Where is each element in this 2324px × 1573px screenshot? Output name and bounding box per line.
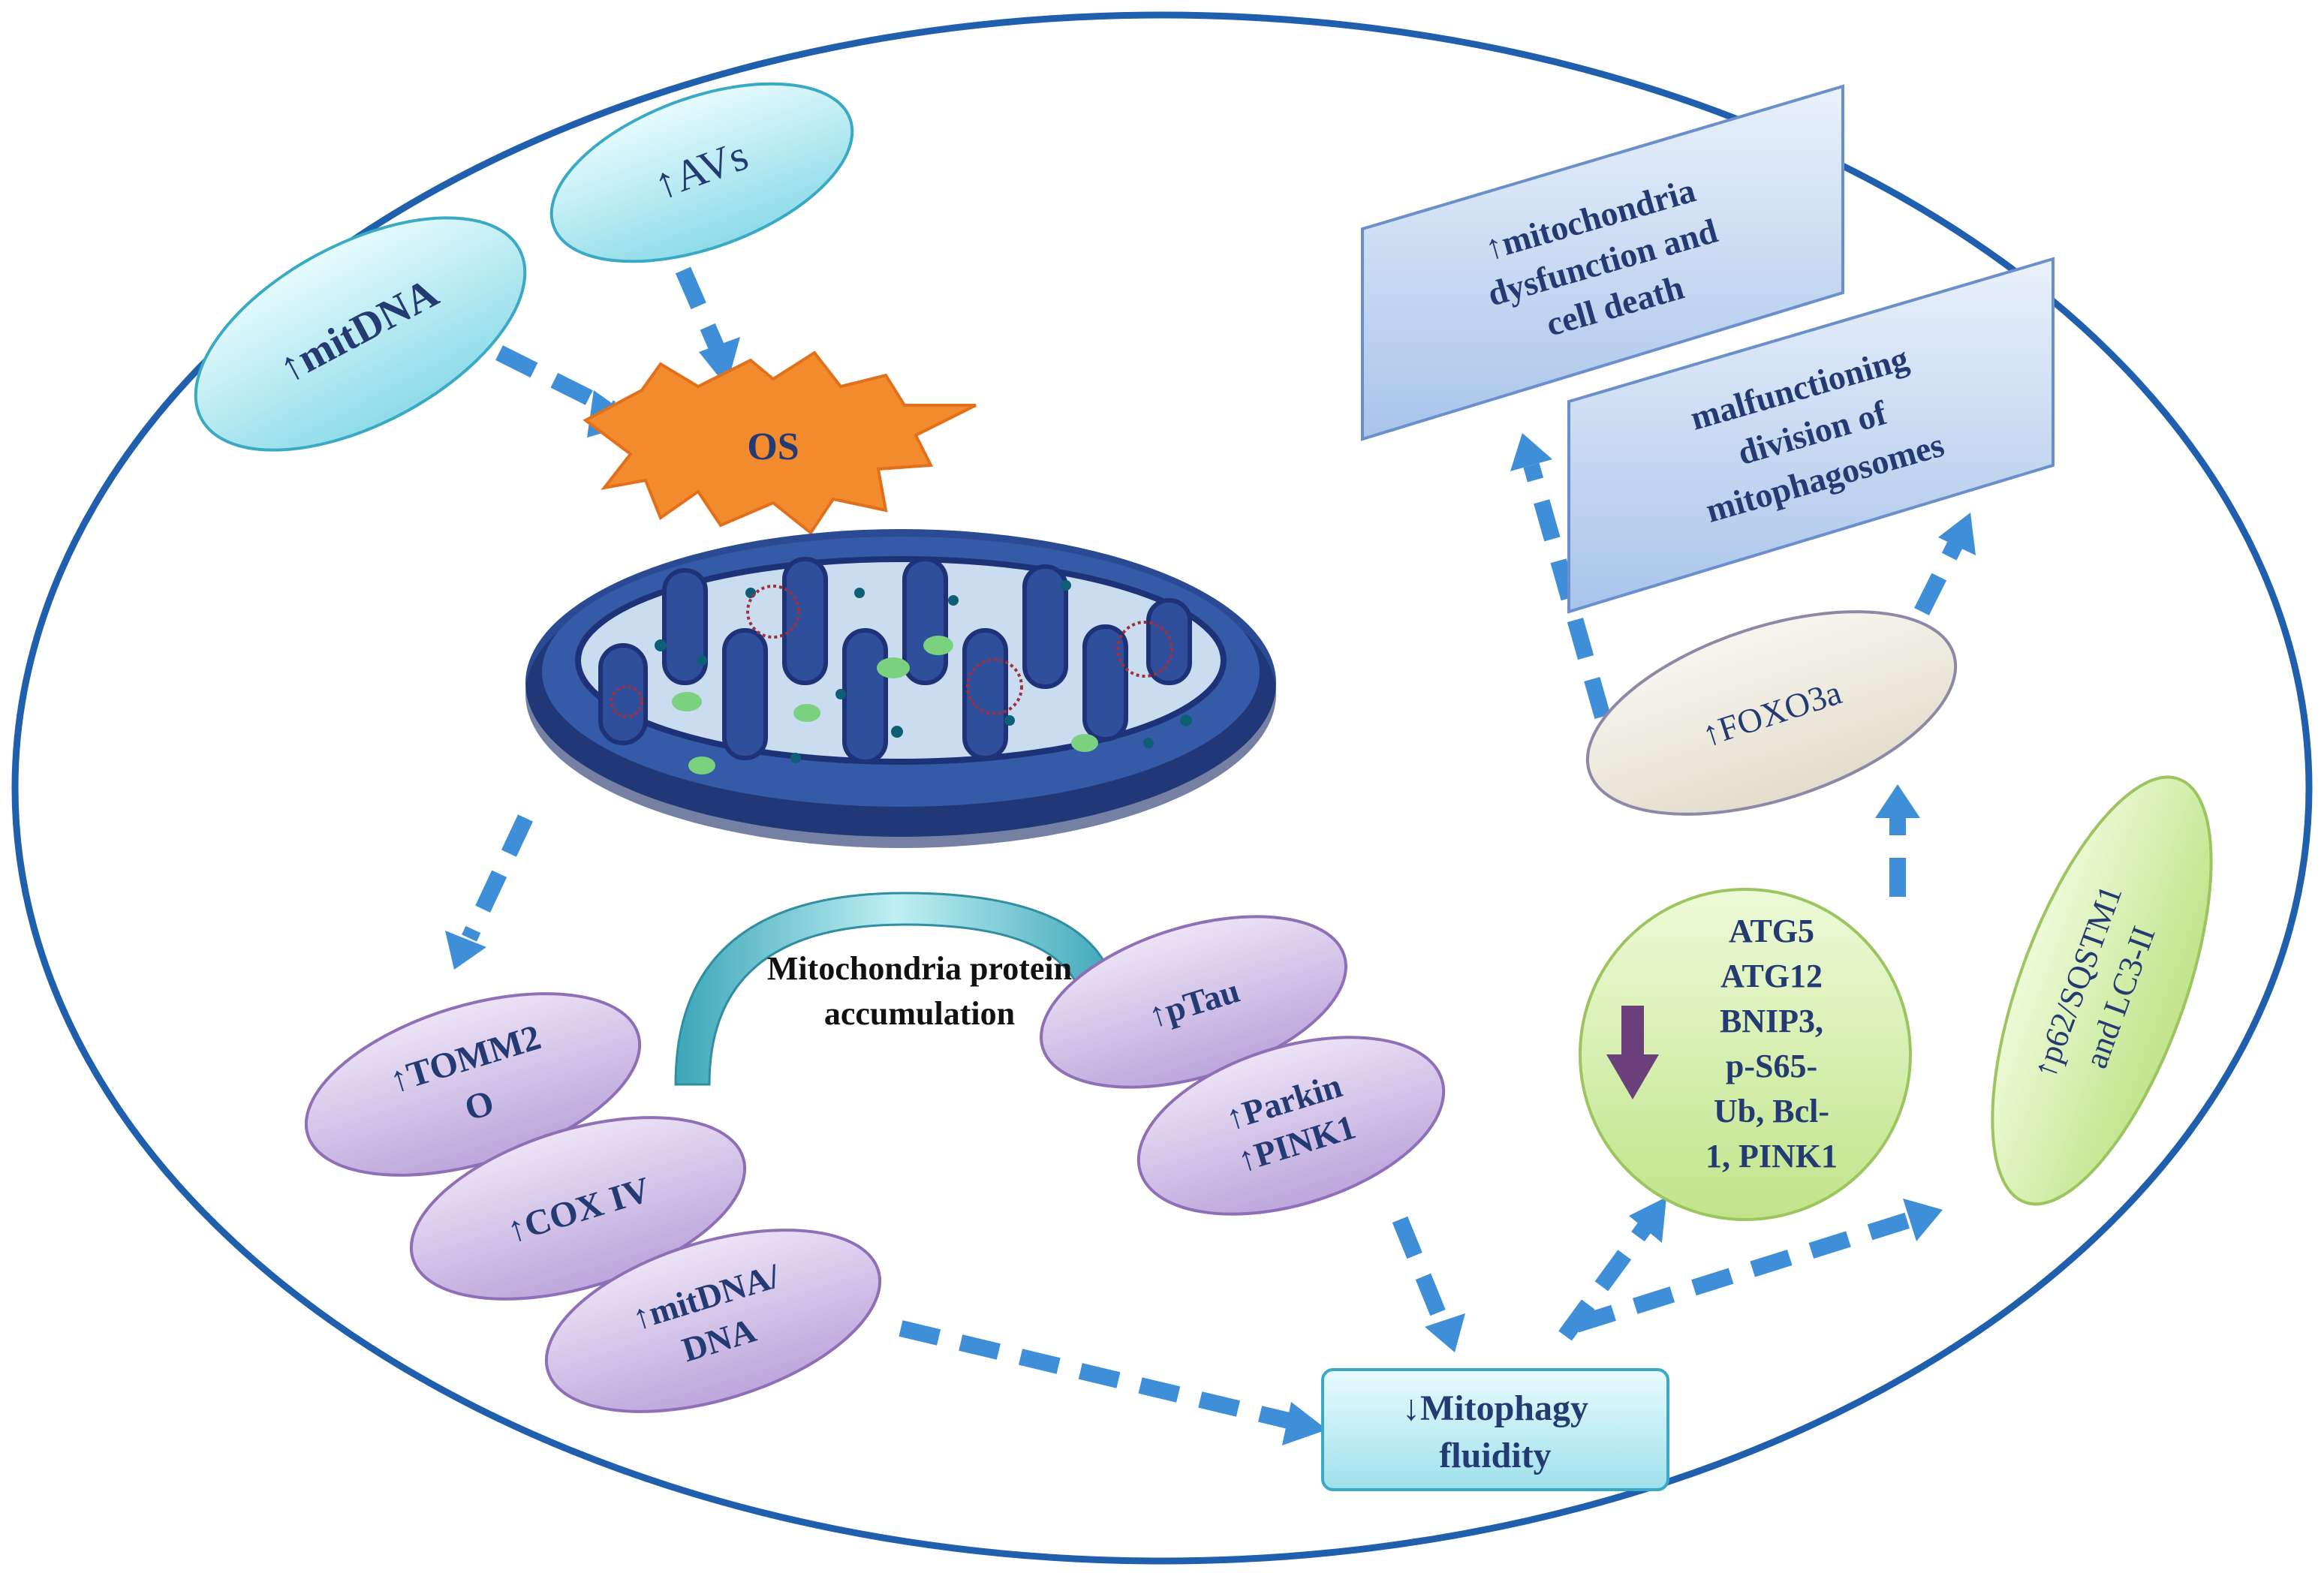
mitophagy-line1: ↓Mitophagy <box>1402 1388 1588 1428</box>
node-foxo3a: ↑FOXO3a <box>1585 610 1958 816</box>
node-avs: ↑AVs <box>549 82 854 263</box>
accumulation-line1: Mitochondria protein <box>767 950 1072 987</box>
atg-line-4: p-S65- <box>1726 1048 1817 1084</box>
arrowhead-atg <box>1629 1197 1666 1243</box>
arrow-mito-to-tomm20 <box>462 814 533 942</box>
arrowhead-p62 <box>1903 1199 1943 1241</box>
arrow-foxo3a-to-dysfunction <box>1523 462 1611 720</box>
node-parkin-pink1: ↑Parkin ↑PINK1 <box>1136 1036 1446 1216</box>
arrowhead-mitophagy-top <box>1425 1313 1465 1352</box>
arrow-avs-to-os <box>675 266 729 360</box>
os-starburst <box>583 350 977 535</box>
os-label: OS <box>747 426 799 468</box>
arrowhead-division <box>1938 513 1976 555</box>
down-arrow-icon <box>1606 1006 1659 1099</box>
node-mitochondria-dysfunction: ↑mitochondria dysfunction and cell death <box>1361 84 1844 441</box>
arrows-layer <box>462 266 1963 1430</box>
node-atg-group: ATG5 ATG12 BNIP3, p-S65- Ub, Bcl- 1, PIN… <box>1579 888 1912 1221</box>
arrow-mitdna-dna-to-mitophagy <box>899 1320 1297 1430</box>
atg-line-5: Ub, Bcl- <box>1714 1093 1829 1129</box>
node-os: OS <box>583 350 977 535</box>
arrowhead-tomm20 <box>445 931 486 970</box>
atg-line-3: BNIP3, <box>1720 1003 1823 1039</box>
protein-accumulation-arc: Mitochondria protein accumulation <box>674 892 1120 1086</box>
arrowhead-mitophagy-left <box>1282 1402 1327 1445</box>
arrow-foxo3a-to-division <box>1914 540 1963 615</box>
node-p62: ↑p62/SQSTM1 and LC3-II <box>1991 775 2213 1206</box>
node-mitdna: ↑mitDNA <box>194 216 527 452</box>
mitochondrion-cristae <box>598 557 1192 764</box>
node-cox4: ↑COX IV <box>409 1116 747 1301</box>
atg-line-6: 1, PINK1 <box>1705 1138 1838 1174</box>
accumulation-line2: accumulation <box>824 995 1015 1032</box>
atg-line-1: ATG5 <box>1729 913 1814 949</box>
mitochondrion-icon <box>525 529 1276 848</box>
node-mitdna-dna: ↑mitDNA/ DNA <box>544 1229 882 1413</box>
arrowhead-foxo3a <box>1875 784 1920 818</box>
arrowhead-dysfunction <box>1510 433 1552 471</box>
atg-line-2: ATG12 <box>1720 958 1823 994</box>
arrow-parkin-to-mitophagy <box>1392 1216 1449 1325</box>
mitochondrion-dots <box>655 580 1192 763</box>
mitophagy-line2: fluidity <box>1439 1436 1551 1475</box>
node-mitophagy-fluidity: ↓Mitophagy fluidity <box>1321 1368 1669 1491</box>
mitochondrion-granules <box>672 636 1098 774</box>
mitochondrion-rings <box>610 585 1173 718</box>
arrow-mitdna-to-os <box>495 345 616 417</box>
